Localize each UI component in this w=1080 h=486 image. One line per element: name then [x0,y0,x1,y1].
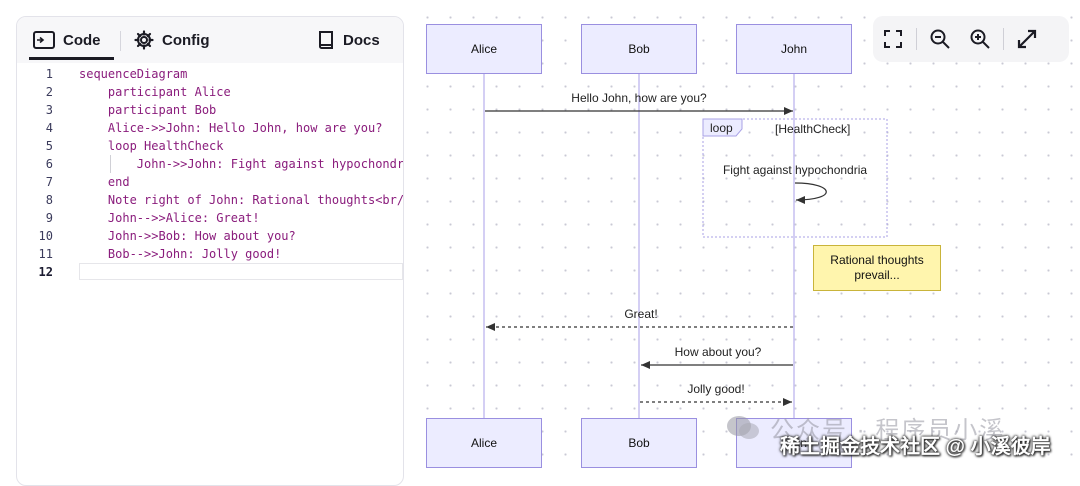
gear-icon [134,30,154,50]
line-number: 4 [45,121,53,135]
book-icon [319,31,333,49]
code-line[interactable]: 12 [17,263,403,281]
code-line[interactable]: 5 loop HealthCheck [17,137,403,155]
code-line[interactable]: 8 Note right of John: Rational thoughts<… [17,191,403,209]
note-box: Rational thoughts prevail... [813,245,941,291]
code-editor-panel: Code Config Docs 1 sequenceDiagram 2 parti… [16,16,404,486]
sequence-diagram [483,74,888,418]
code-line[interactable]: 2 participant Alice [17,83,403,101]
code-line[interactable]: 6 John->>John: Fight against hypochondri… [17,155,403,173]
line-number: 6 [45,157,53,171]
tab-config[interactable]: Config [134,25,209,55]
zoom-out-icon [930,29,950,49]
message-label-hello: Hello John, how are you? [571,91,707,105]
code-text: Note right of John: Rational thoughts<br… [107,193,403,207]
line-number: 1 [45,67,53,81]
loop-box [702,118,888,238]
zoom-in-button[interactable] [960,19,1000,59]
tab-docs-label: Docs [343,31,380,49]
actor-john-top[interactable]: John [736,24,852,74]
line-number: 3 [45,103,53,117]
watermark-line-1: 公众号 · 程序员小溪 [770,417,1006,444]
actor-bob-bottom[interactable]: Bob [581,418,697,468]
code-line[interactable]: 10 John->>Bob: How about you? [17,227,403,245]
fit-screen-button[interactable] [873,19,913,59]
loop-tag-shape [702,118,743,137]
toolbar-divider [1003,28,1004,50]
code-text: John->>Bob: How about you? [79,229,296,243]
code-line[interactable]: 9 John-->>Alice: Great! [17,209,403,227]
active-line-highlight [79,263,403,280]
line-number: 5 [45,139,53,153]
actor-alice-top[interactable]: Alice [426,24,542,74]
code-text: loop HealthCheck [79,139,224,153]
actor-alice-bottom[interactable]: Alice [426,418,542,468]
zoom-out-button[interactable] [920,19,960,59]
expand-button[interactable] [1007,19,1047,59]
tab-code-label: Code [63,31,101,49]
loop-label: loop [710,121,733,135]
code-line[interactable]: 11 Bob-->>John: Jolly good! [17,245,403,263]
line-number: 2 [45,85,53,99]
loop-condition: [HealthCheck] [775,122,851,136]
arrow-self-loop [794,182,827,204]
wechat-icon [727,415,759,439]
line-number: 11 [38,247,53,261]
message-label-great: Great! [624,307,658,321]
note-line-1: Rational thoughts [830,253,924,267]
actor-bob-top[interactable]: Bob [581,24,697,74]
tab-config-label: Config [162,31,210,49]
active-tab-indicator [29,57,114,60]
line-number: 10 [38,229,53,243]
code-text: participant Bob [79,103,217,117]
zoom-in-icon [970,29,990,49]
line-number: 8 [45,193,53,207]
line-number: 12 [38,265,53,279]
watermark-juejin: 稀土掘金技术社区 @ 小溪彼岸 [780,436,1051,458]
code-text: end [79,175,130,189]
code-text: John-->>Alice: Great! [79,211,260,225]
code-text: Alice->>John: Hello John, how are you? [79,121,383,135]
code-line[interactable]: 7 end [17,173,403,191]
code-text: participant Alice [79,85,231,99]
note-line-2: prevail... [854,268,900,282]
fit-screen-icon [884,30,902,48]
expand-icon [1017,29,1037,49]
tab-docs[interactable]: Docs [317,25,380,55]
message-label-fight: Fight against hypochondria [722,163,868,177]
line-number: 9 [45,211,53,225]
editor-tabs: Code Config Docs [17,17,403,63]
tab-code[interactable]: Code [33,25,101,55]
diagram-canvas[interactable] [408,0,1080,476]
diagram-toolbar [873,16,1069,62]
code-text: John->>John: Fight against hypochondria [79,157,403,171]
tab-divider [120,31,121,51]
watermark-wechat: 公众号 · 程序员小溪 [726,410,1005,445]
line-number: 7 [45,175,53,189]
code-line[interactable]: 1 sequenceDiagram [17,65,403,83]
toolbar-divider [916,28,917,50]
indent-guide [110,155,111,173]
code-icon [33,31,55,49]
message-label-jolly: Jolly good! [687,382,745,396]
code-text: sequenceDiagram [79,67,188,81]
code-line[interactable]: 4 Alice->>John: Hello John, how are you? [17,119,403,137]
message-label-how-about: How about you? [674,345,762,359]
code-line[interactable]: 3 participant Bob [17,101,403,119]
code-text: Bob-->>John: Jolly good! [79,247,282,261]
